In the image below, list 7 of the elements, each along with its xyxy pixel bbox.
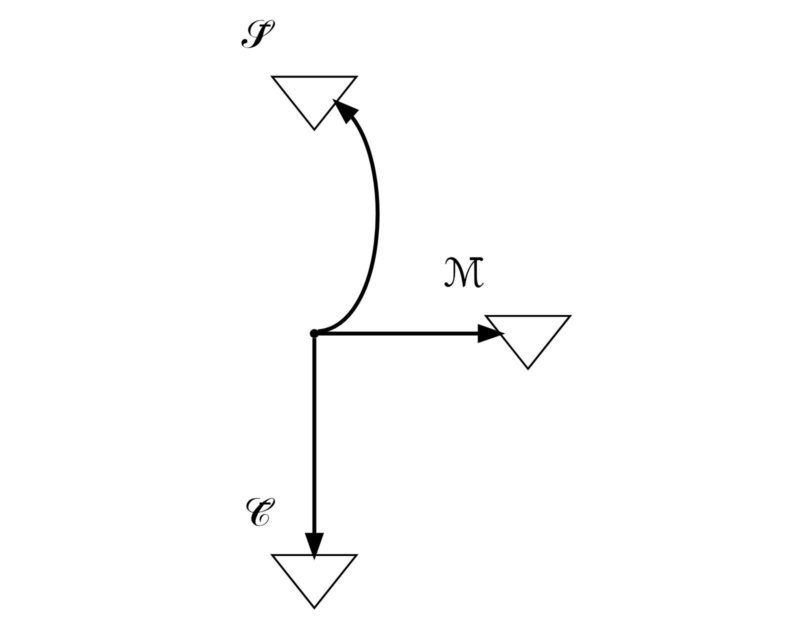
node-tree	[484, 314, 572, 370]
node-tree	[270, 554, 359, 610]
node-point	[310, 329, 319, 338]
node-label: ℳ̄	[443, 252, 486, 297]
arrow	[318, 324, 506, 344]
arrow	[317, 98, 380, 334]
arrow	[304, 338, 324, 560]
